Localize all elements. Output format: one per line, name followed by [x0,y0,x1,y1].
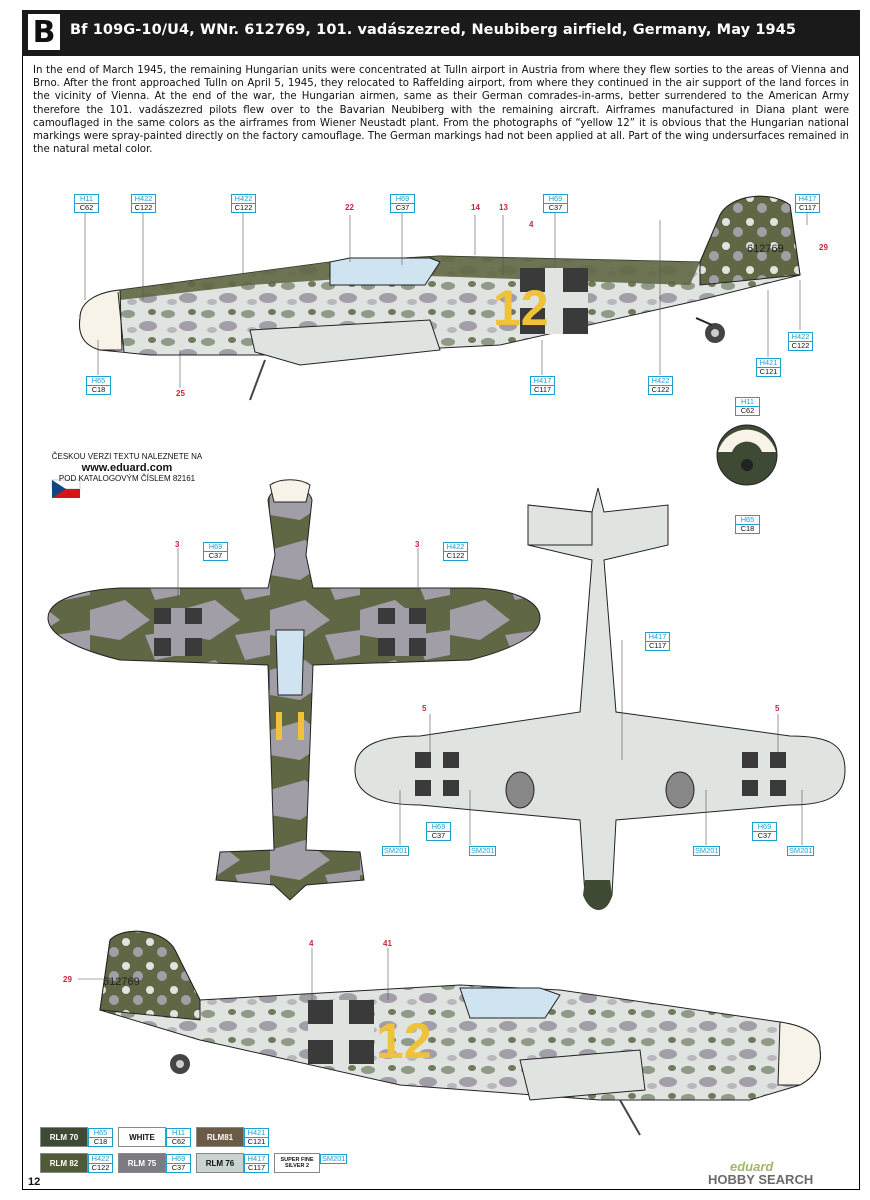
czech-version-note: ČESKOU VERZI TEXTU NALEZNETE NA www.edua… [37,452,217,484]
ref-number: 25 [176,389,185,398]
eduard-url-link[interactable]: www.eduard.com [81,462,173,474]
legend-swatch: RLM 70 [40,1127,88,1147]
description-text: In the end of March 1945, the remaining … [33,65,849,156]
side-view-top: 12 612769 [79,195,801,401]
header-bar [22,10,860,56]
callout-under-silver-3: SM201 [693,846,721,856]
legend-swatch: RLM81 [196,1127,244,1147]
ref-number: 4 [309,939,314,948]
ref-number: 13 [499,203,508,212]
callout-under-silver-2: SM201 [469,846,497,856]
legend-swatch: SUPER FINE SILVER 2 [274,1153,320,1173]
legend-swatch: RLM 75 [118,1153,166,1173]
ref-number: 5 [775,704,780,713]
ref-number: 3 [415,540,420,549]
czech-note-line2: POD KATALOGOVÝM ČÍSLEM 82161 [58,474,196,483]
ref-number: 4 [529,220,534,229]
leader-lines [78,212,808,1000]
brand-logo: eduard [730,1159,774,1174]
profile-title: Bf 109G-10/U4, WNr. 612769, 101. vadásze… [70,22,797,38]
watermark: HOBBY SEARCH [708,1172,814,1187]
page-frame [22,10,860,1190]
plan-view-under [354,487,846,910]
czech-note-line1: ČESKOU VERZI TEXTU NALEZNETE NA [51,452,203,461]
ref-number: 3 [175,540,180,549]
ref-number: 14 [471,203,480,212]
legend-swatch: RLM 76 [196,1153,244,1173]
ref-number: 22 [345,203,354,212]
side-view-bottom: 12 612769 [99,930,821,1136]
code-12-bottom: 12 [376,1013,432,1069]
ref-number: 5 [422,704,427,713]
ref-number: 29 [819,243,828,252]
legend-swatch: WHITE [118,1127,166,1147]
callout-under-silver-1: SM201 [382,846,410,856]
code-12-top: 12 [493,280,549,336]
ref-number: 41 [383,939,392,948]
ref-number: 29 [63,975,72,984]
legend-swatch: RLM 82 [40,1153,88,1173]
czech-flag [51,479,81,498]
callout-under-silver-4: SM201 [787,846,815,856]
werknummer-top: 612769 [747,243,784,255]
werknummer-bottom: 612769 [103,976,140,988]
nose-front-view [716,424,778,486]
page-number: 12 [28,1176,41,1188]
profile-letter-badge: B [28,14,60,50]
plan-view-upper [47,479,541,901]
legend-code: SM201 [320,1154,348,1164]
